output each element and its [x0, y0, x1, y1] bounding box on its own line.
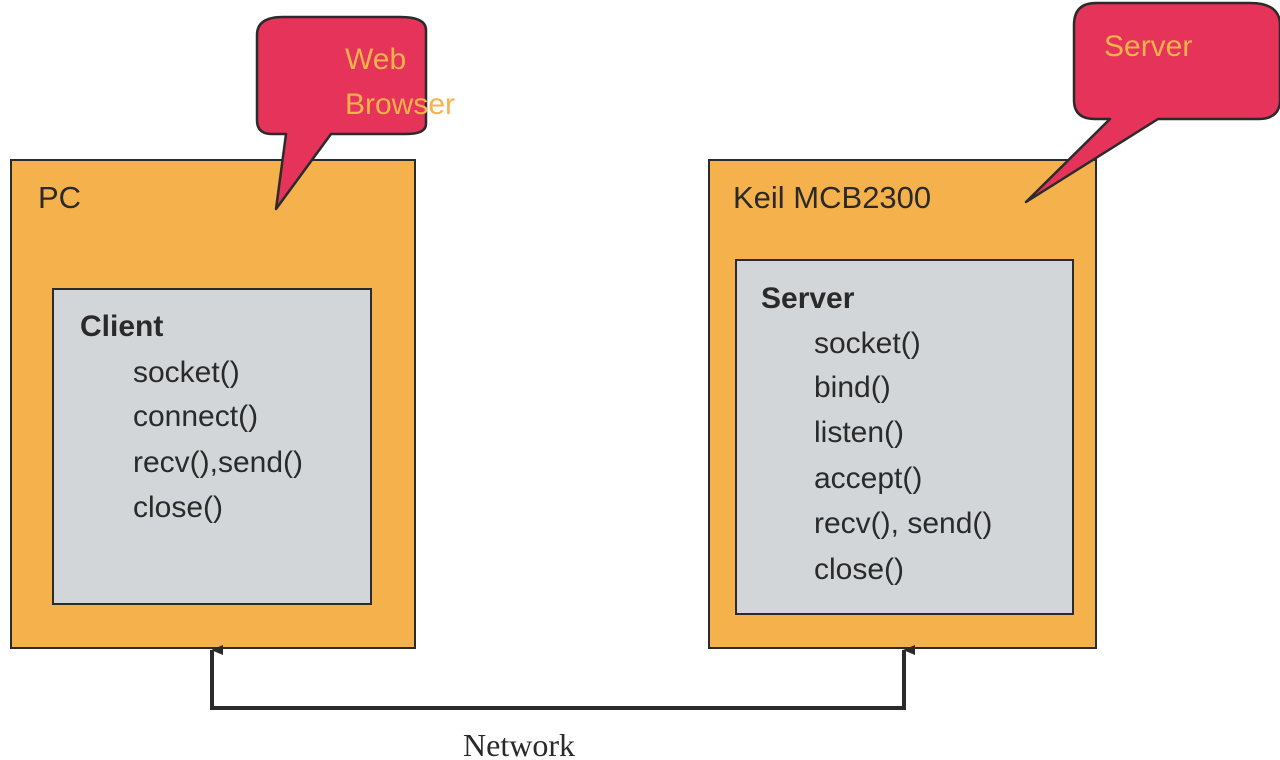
network-connection: Network [210, 645, 915, 760]
web-browser-callout-line-2: Browser [345, 88, 455, 121]
server-fn: recv(), send() [814, 507, 992, 540]
web-browser-callout-shape [255, 15, 428, 211]
server-callout: Server [1024, 1, 1280, 204]
server-process-box [735, 259, 1074, 615]
server-fn: close() [814, 553, 904, 586]
server-process-title: Server [761, 282, 855, 315]
client-fn: close() [133, 491, 223, 524]
web-browser-callout-line-1: Web [345, 43, 406, 76]
server-fn: socket() [814, 327, 921, 360]
server-fn: accept() [814, 462, 922, 495]
server-process: Server socket() bind() listen() accept()… [735, 259, 1074, 615]
server-callout-line-1: Server [1104, 30, 1192, 63]
pc-device-label: PC [38, 180, 81, 215]
keil-device-label: Keil MCB2300 [733, 180, 931, 215]
client-fn: socket() [133, 356, 240, 389]
server-fn: listen() [814, 416, 904, 449]
network-line [210, 645, 915, 710]
client-process-title: Client [80, 310, 163, 343]
client-process: Client socket() connect() recv(),send() … [52, 288, 372, 605]
client-process-box [52, 288, 372, 605]
client-fn: connect() [133, 400, 258, 433]
client-fn: recv(),send() [133, 446, 303, 479]
network-label: Network [463, 727, 575, 760]
server-fn: bind() [814, 371, 891, 404]
server-callout-shape [1024, 1, 1280, 204]
pc-device: PC Client socket() connect() recv(),send… [10, 159, 416, 649]
web-browser-callout: Web Browser [255, 15, 455, 211]
keil-device: Keil MCB2300 Server socket() bind() list… [708, 159, 1097, 649]
